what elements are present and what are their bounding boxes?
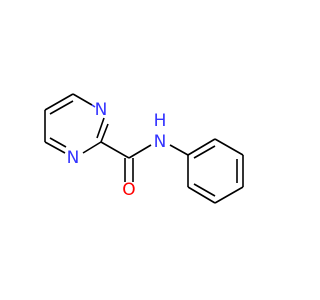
bond-phenyl-5-6-inner xyxy=(193,183,216,197)
bond-ring-c5-c6 xyxy=(44,93,74,111)
bond-phenyl-5-6 xyxy=(187,186,216,204)
bond-phenyl-1-2 xyxy=(187,138,216,156)
bond-carbonyl-amide-n xyxy=(128,144,152,159)
atom-label-carbonyl-o: O xyxy=(122,180,135,200)
bond-ring-c6-n1 xyxy=(72,93,93,106)
bond-ring-n3-c4-inner xyxy=(49,137,67,148)
atom-label-amide-n: N xyxy=(154,132,167,152)
atom-label-ring-n-bottom: N xyxy=(67,148,80,168)
atom-label-ring-n-top: N xyxy=(95,100,108,120)
bond-amide-n-phenyl xyxy=(169,144,189,156)
molecule-structure-diagram: N N N H O xyxy=(44,93,244,204)
bond-ring-n1-c2-inner xyxy=(96,117,105,139)
bond-ring-c5-c6-inner xyxy=(49,100,74,115)
bond-phenyl-2-3 xyxy=(214,138,244,156)
bond-ring-n3-c4 xyxy=(44,141,66,154)
bond-phenyl-4-5 xyxy=(214,186,244,204)
bond-ring-c2-n3 xyxy=(82,141,102,154)
bond-ring-c6-n1-n-part xyxy=(91,104,96,108)
bond-ring-n1-c2 xyxy=(100,123,109,143)
bond-c2-carbonyl xyxy=(100,141,130,159)
bond-phenyl-1-2-inner xyxy=(193,145,216,159)
atom-label-amide-h: H xyxy=(154,111,167,131)
